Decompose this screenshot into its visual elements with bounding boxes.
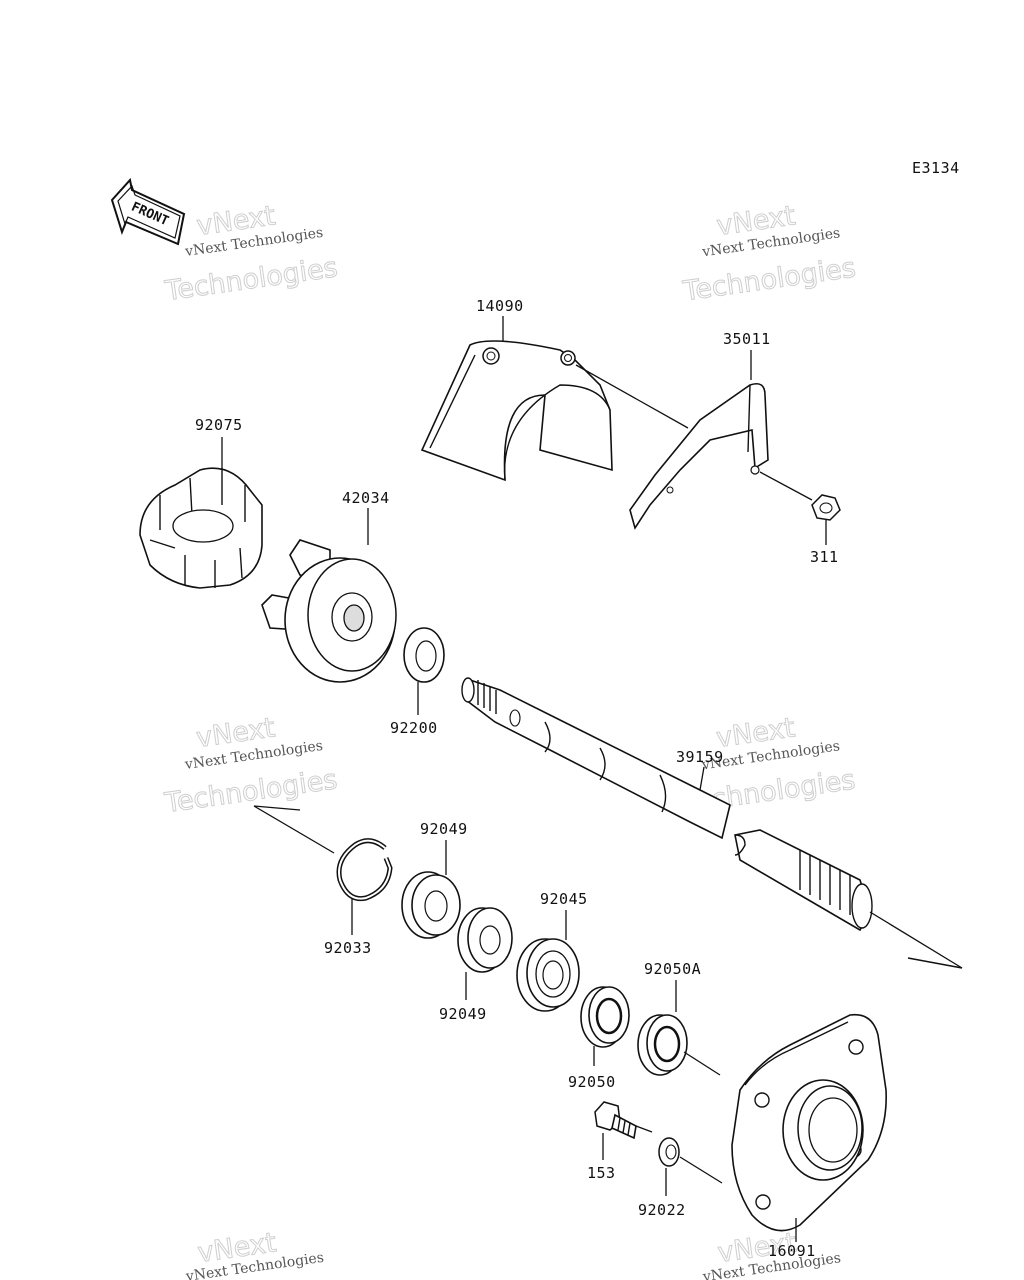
part-number-92033: 92033 xyxy=(324,939,372,957)
part-number-311: 311 xyxy=(810,548,839,566)
part-92075-damper xyxy=(139,467,263,589)
part-16091-housing xyxy=(731,1013,887,1232)
part-number-92045: 92045 xyxy=(540,890,588,908)
part-92033-circlip xyxy=(336,838,393,902)
assembly-line xyxy=(253,805,301,811)
part-92049-collar-upper xyxy=(401,871,461,939)
part-35011-bracket xyxy=(629,382,813,530)
part-number-153: 153 xyxy=(587,1164,616,1182)
watermark: vNext vNext Technologies xyxy=(184,1227,325,1280)
part-311-nut xyxy=(811,494,841,521)
part-92022-washer xyxy=(658,1137,723,1184)
part-number-14090: 14090 xyxy=(476,297,524,315)
part-number-16091: 16091 xyxy=(768,1242,816,1260)
part-number-92049-upper: 92049 xyxy=(420,820,468,838)
part-number-42034: 42034 xyxy=(342,489,390,507)
part-number-92022: 92022 xyxy=(638,1201,686,1219)
part-number-39159: 39159 xyxy=(676,748,724,766)
part-number-92200: 92200 xyxy=(390,719,438,737)
part-42034-coupling xyxy=(261,539,397,683)
watermark-line2b: Technologies xyxy=(681,252,858,307)
part-153-bolt xyxy=(594,1101,653,1140)
watermark: vNext vNext Technologies Technologies xyxy=(162,200,340,308)
part-92050A-seal xyxy=(637,1014,721,1076)
part-number-92075: 92075 xyxy=(195,416,243,434)
part-92045-bearing xyxy=(516,938,580,1012)
diagram-code: E3134 xyxy=(912,159,960,177)
watermark-line2b: Technologies xyxy=(163,252,340,307)
part-number-92049-lower: 92049 xyxy=(439,1005,487,1023)
part-92050-seal xyxy=(580,986,630,1048)
part-39159-shaft xyxy=(461,677,963,969)
part-number-35011: 35011 xyxy=(723,330,771,348)
watermark: vNext vNext Technologies Technologies xyxy=(162,712,340,820)
part-number-92050A: 92050A xyxy=(644,960,701,978)
assembly-line xyxy=(253,805,335,854)
part-14090-cover xyxy=(420,340,689,482)
part-92049-collar-lower xyxy=(457,907,513,973)
part-number-92050: 92050 xyxy=(568,1073,616,1091)
watermark: vNext vNext Technologies Technologies xyxy=(680,200,858,308)
front-arrow-icon: FRONT xyxy=(110,177,186,246)
part-92200-washer xyxy=(403,627,445,683)
